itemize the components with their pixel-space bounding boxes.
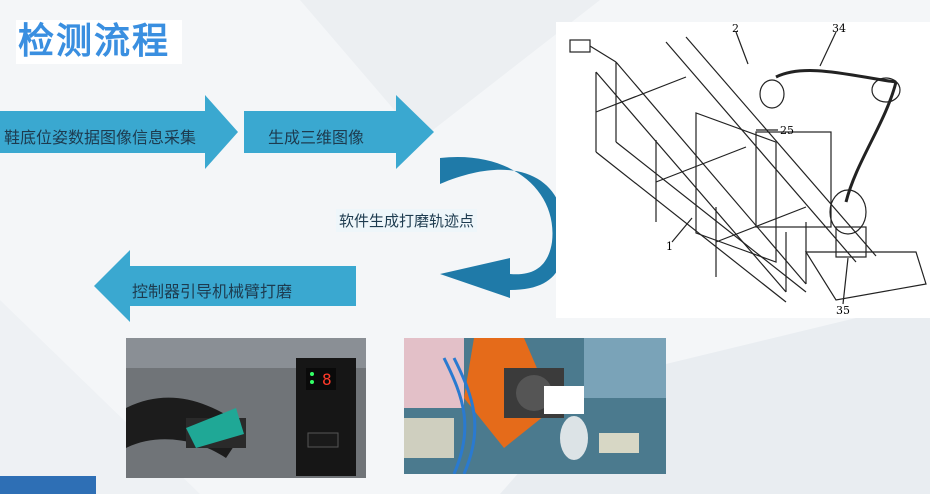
callout-35: 35 (836, 304, 850, 317)
callout-1: 1 (666, 240, 673, 253)
photo-robot-cell (404, 338, 666, 474)
callout-2: 2 (732, 22, 739, 35)
step-arrow-2 (244, 95, 434, 169)
robot-station-drawing: 2 34 25 1 35 (556, 22, 930, 318)
step-1-label: 鞋底位姿数据图像信息采集 (4, 128, 197, 147)
callout-34: 34 (832, 22, 846, 35)
step-3-label: 软件生成打磨轨迹点 (336, 209, 478, 232)
callout-25: 25 (780, 124, 794, 137)
bottom-accent-bar (0, 476, 96, 494)
step-arrow-4 (94, 250, 356, 322)
photo-controller: 8 (126, 338, 366, 478)
title-background (16, 20, 182, 64)
step-2-label: 生成三维图像 (268, 128, 365, 147)
page-title: 检测流程 (18, 21, 171, 62)
curved-arrow (440, 157, 560, 298)
controller-display: 8 (322, 370, 332, 389)
step-4-label: 控制器引导机械臂打磨 (132, 282, 293, 301)
step-arrow-1 (0, 95, 238, 169)
